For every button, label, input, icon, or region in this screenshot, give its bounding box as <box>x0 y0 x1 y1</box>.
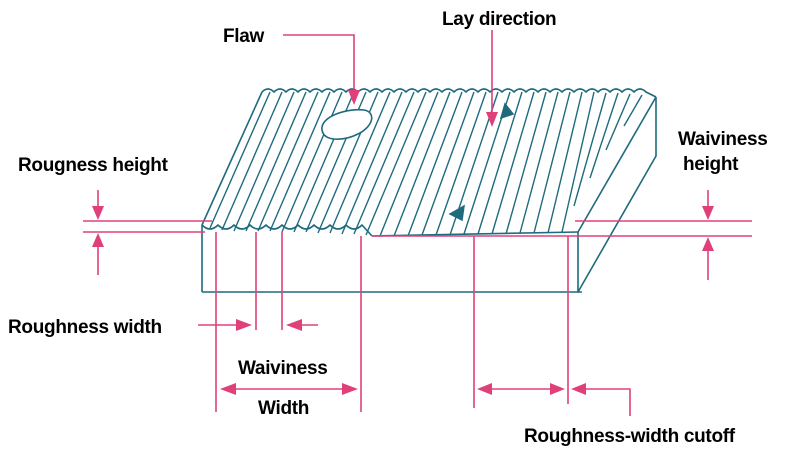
cutoff-leader <box>574 388 631 416</box>
flaw-label: Flaw <box>223 26 265 47</box>
lay-direction-label: Lay direction <box>442 9 556 30</box>
lay-direction-arrows <box>448 102 515 222</box>
block-right-edge <box>577 96 657 233</box>
flaw-leader <box>283 34 355 92</box>
roughness-height-head-bottom <box>92 233 104 247</box>
dimension-arrowheads <box>92 90 714 395</box>
cutoff-head-left-outer <box>571 383 586 395</box>
dimension-lines <box>83 30 752 416</box>
roughness-height-label: Rougness height <box>18 155 169 176</box>
roughness-width-head-left <box>286 319 302 331</box>
block-top-edge <box>261 88 657 98</box>
cutoff-head-left <box>477 383 492 395</box>
surface-block <box>201 88 657 293</box>
waviness-width-label-line1: Waiviness <box>238 358 328 379</box>
cutoff-head-right <box>550 383 565 395</box>
block-right-side <box>577 97 657 293</box>
waviness-height-label-line2: height <box>683 154 739 175</box>
block-left-edge <box>201 91 263 226</box>
roughness-width-head-right <box>236 319 252 331</box>
waviness-width-head-right <box>342 383 358 395</box>
lay-grooves <box>209 91 643 237</box>
waviness-height-head-top <box>702 206 714 220</box>
flaw-blob <box>321 108 373 140</box>
waviness-width-head-left <box>220 383 236 395</box>
roughness-width-cutoff-label: Roughness-width cutoff <box>524 426 736 447</box>
lay-arrow-up <box>499 102 515 120</box>
block-front-wavy-edge <box>201 224 373 237</box>
flaw-arrowhead <box>348 90 360 105</box>
lay-arrow-down <box>448 204 465 222</box>
roughness-width-label: Roughness width <box>8 317 162 338</box>
waviness-height-head-bottom <box>702 237 714 251</box>
lay-direction-arrowhead <box>486 112 498 127</box>
roughness-height-head-top <box>92 206 104 220</box>
waviness-width-label-line2: Width <box>258 398 309 419</box>
waviness-height-label-line1: Waiviness <box>678 129 768 150</box>
